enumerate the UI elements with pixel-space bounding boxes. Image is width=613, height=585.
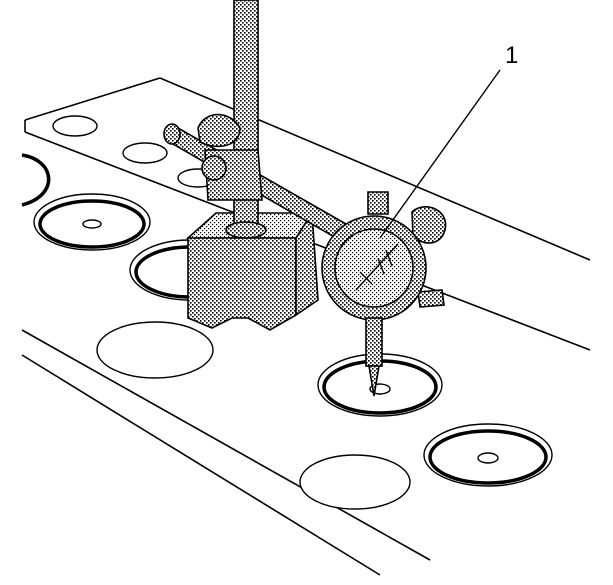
- dial-needle-icon: [355, 243, 399, 291]
- arm-end-cap: [163, 123, 181, 145]
- port-large-2: [299, 454, 411, 510]
- indicator-arm: [163, 113, 362, 248]
- dial-indicator: [321, 191, 447, 397]
- valve-stem-hole-4: [477, 452, 499, 464]
- dial-stem: [365, 317, 383, 367]
- callout-label: 1: [505, 42, 518, 69]
- cylinder-head-deck: [21, 77, 591, 576]
- dial-contact-point: [368, 365, 380, 397]
- clamp-swivel: [201, 155, 227, 181]
- callout-leader-line: [379, 69, 501, 239]
- port-small-1: [52, 115, 98, 137]
- valve-stem-hole-1: [82, 219, 102, 229]
- port-large-1: [96, 321, 214, 379]
- dial-lock-screw: [411, 206, 447, 244]
- callout-1: 1: [379, 42, 518, 239]
- port-small-2: [122, 142, 168, 164]
- dial-top-knob: [367, 191, 389, 215]
- post-collar: [225, 221, 267, 239]
- dial-face: [334, 228, 414, 308]
- clamp-thumb-screw: [197, 113, 241, 148]
- magnetic-base-front: [187, 237, 297, 331]
- port-left-partial: [21, 153, 51, 207]
- dial-side-lug: [417, 289, 445, 308]
